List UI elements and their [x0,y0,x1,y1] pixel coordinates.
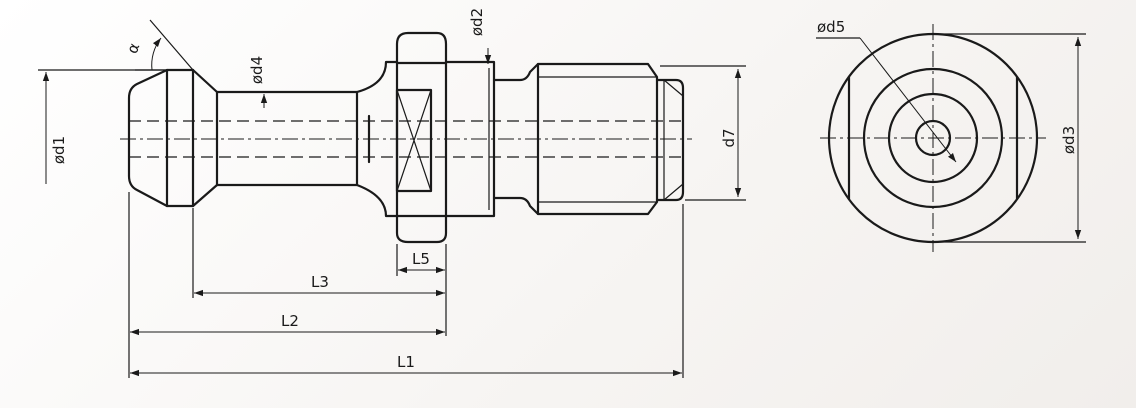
pilot-chamfer [663,79,684,201]
shank-outline [215,90,359,187]
d3-label: ød3 [1060,126,1078,154]
flange-fillet [355,60,399,218]
d2-label: ød2 [468,8,486,36]
d1-label: ød1 [50,136,68,164]
angle-label: α [123,40,143,56]
wrench-flat [395,88,433,193]
side-view-dimensions: ød1 α ød4 ød2 d7 L5 L3 L2 L1 [38,8,746,378]
flange-outline [395,31,448,244]
d7-label: d7 [720,128,738,147]
wrench-flat-cross [396,89,432,192]
L5-label: L5 [412,250,430,268]
d5-leader [859,37,957,163]
side-view [120,31,692,244]
end-view: ød3 ød5 [816,18,1086,252]
head-outline [127,68,195,208]
angle-arc [151,37,162,71]
L2-label: L2 [281,312,299,330]
groove-outline [492,62,540,216]
d4-label: ød4 [248,56,266,84]
L1-label: L1 [397,353,415,371]
d5-label: ød5 [817,18,845,36]
head-taper [191,68,219,208]
pilot-outline [655,78,685,202]
L3-label: L3 [311,273,329,291]
